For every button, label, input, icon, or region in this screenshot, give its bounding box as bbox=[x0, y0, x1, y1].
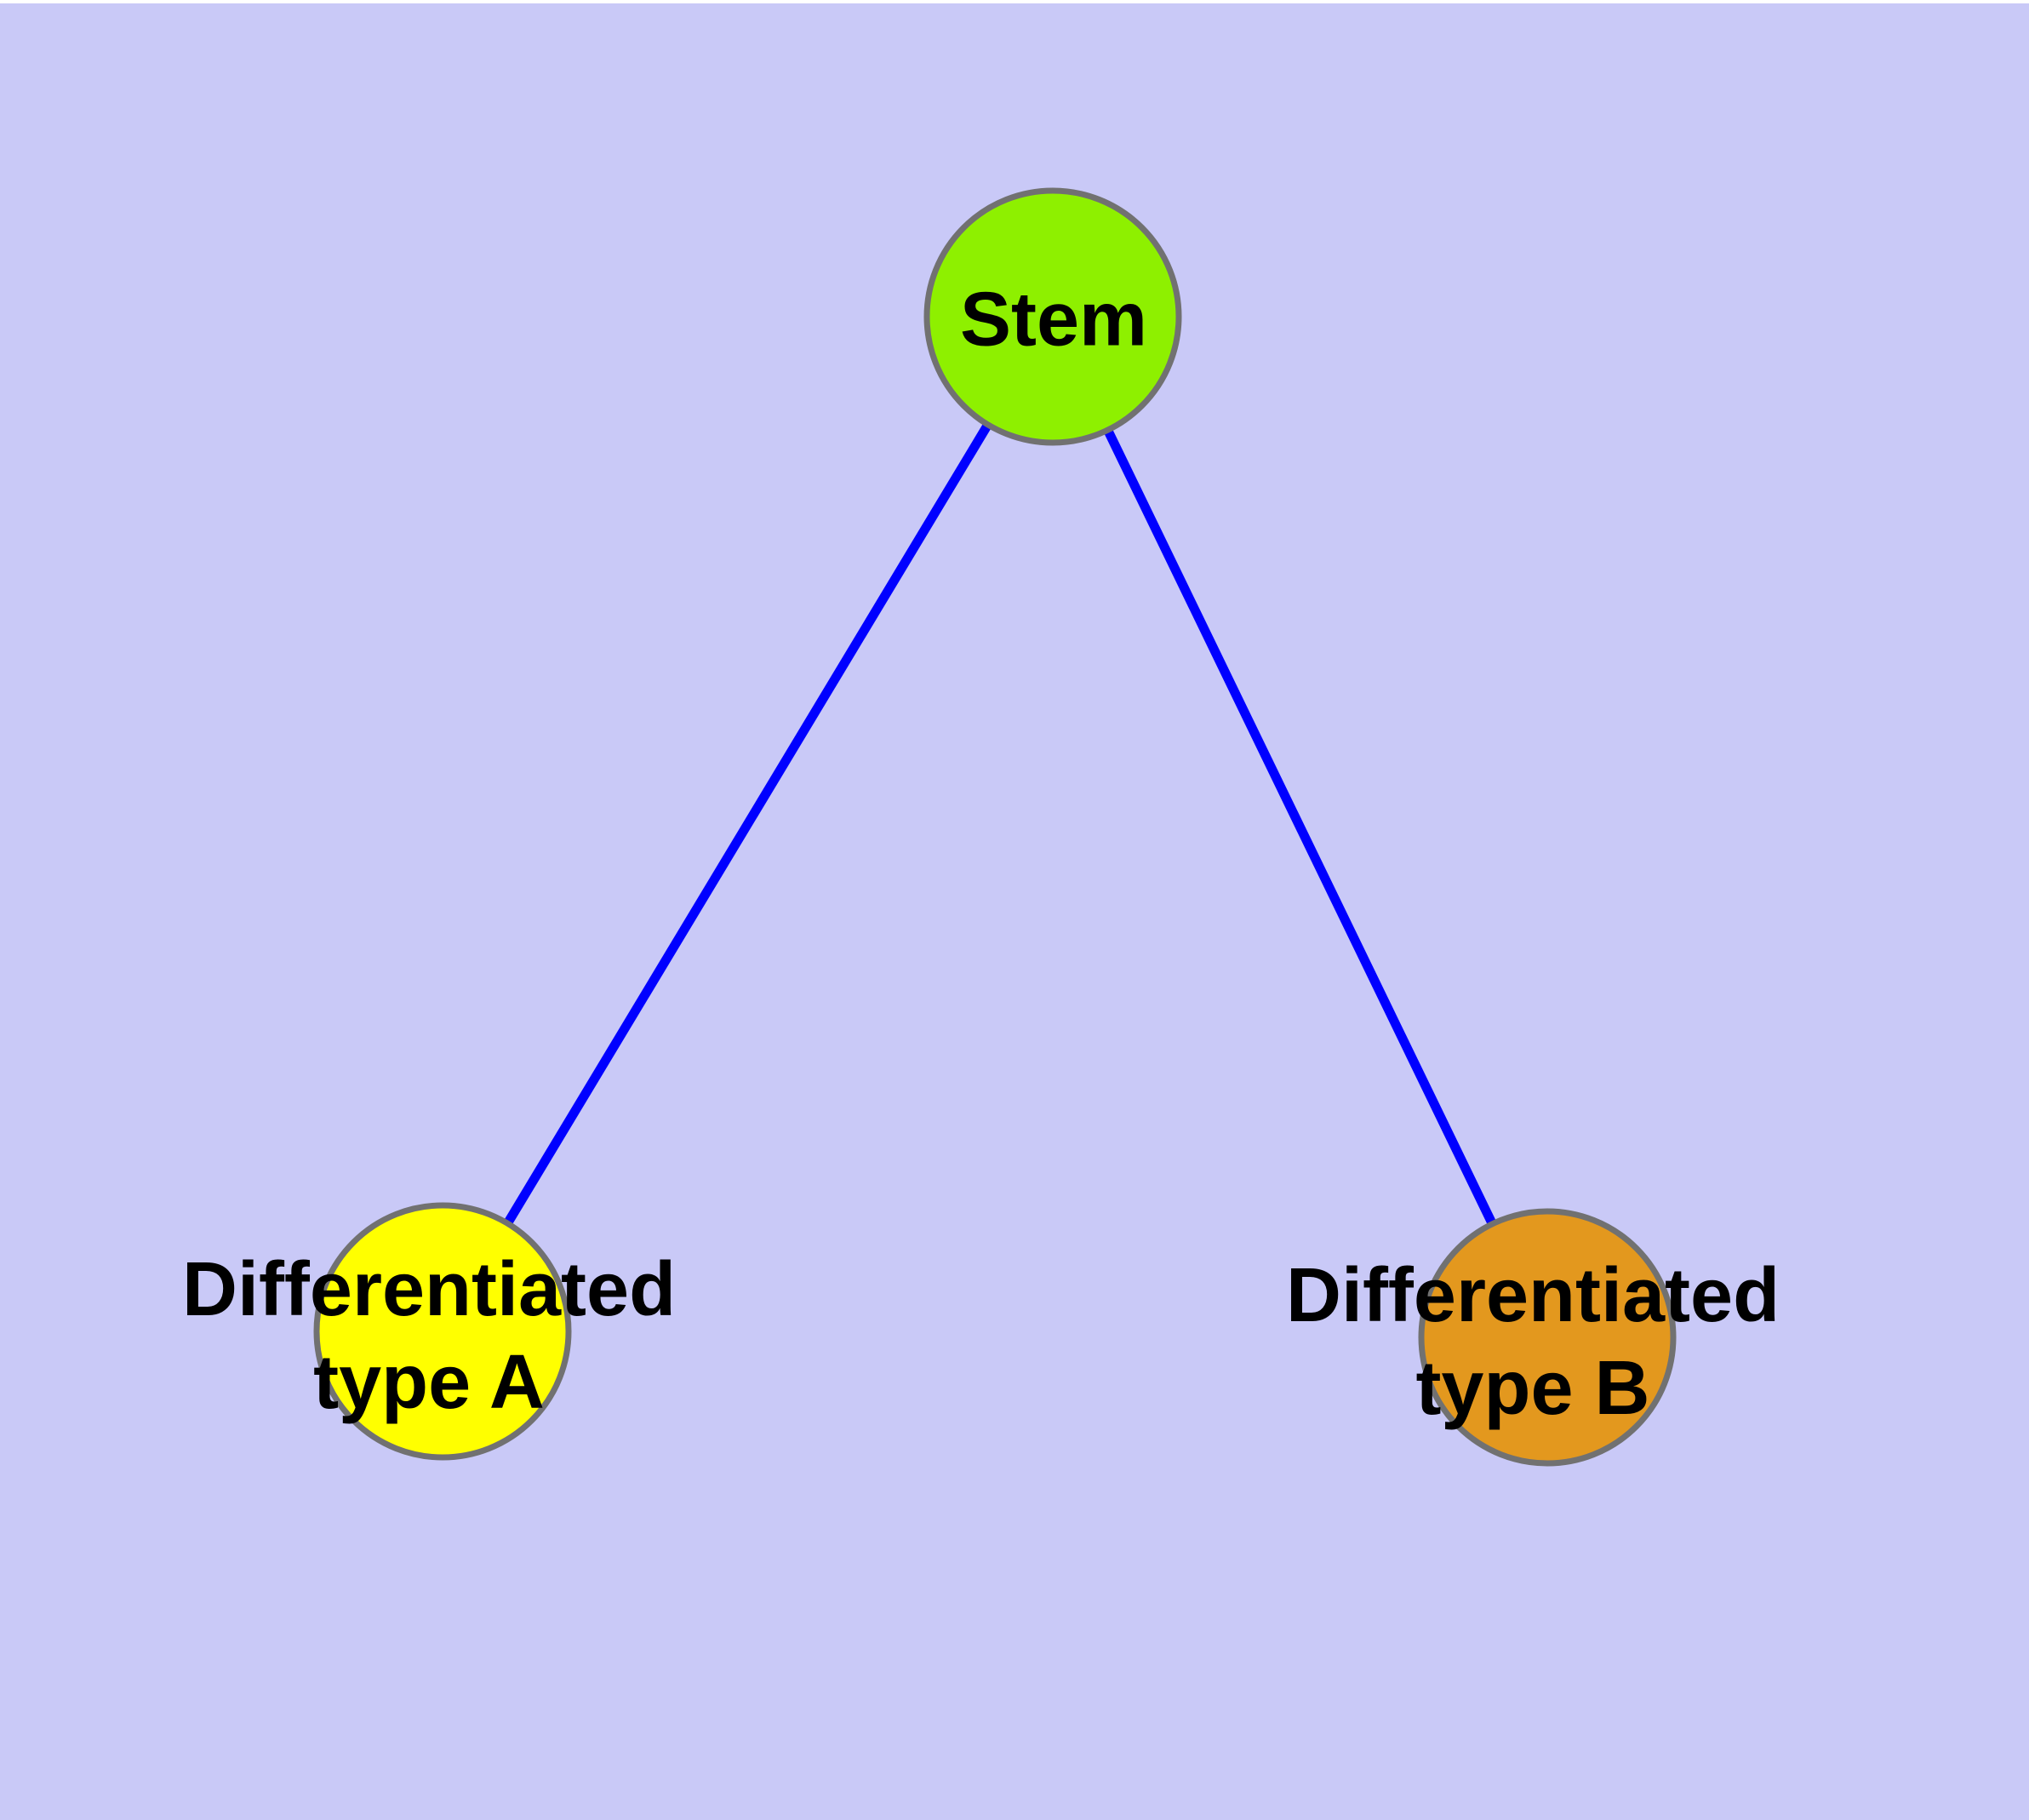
node-differentiated-type-b bbox=[1418, 1208, 1677, 1467]
top-border-strip bbox=[0, 0, 2029, 3]
edge-stem-to-type-a bbox=[438, 314, 1057, 1334]
node-differentiated-type-a bbox=[313, 1202, 572, 1461]
node-stem bbox=[923, 187, 1182, 446]
edge-stem-to-type-b bbox=[1049, 314, 1552, 1340]
